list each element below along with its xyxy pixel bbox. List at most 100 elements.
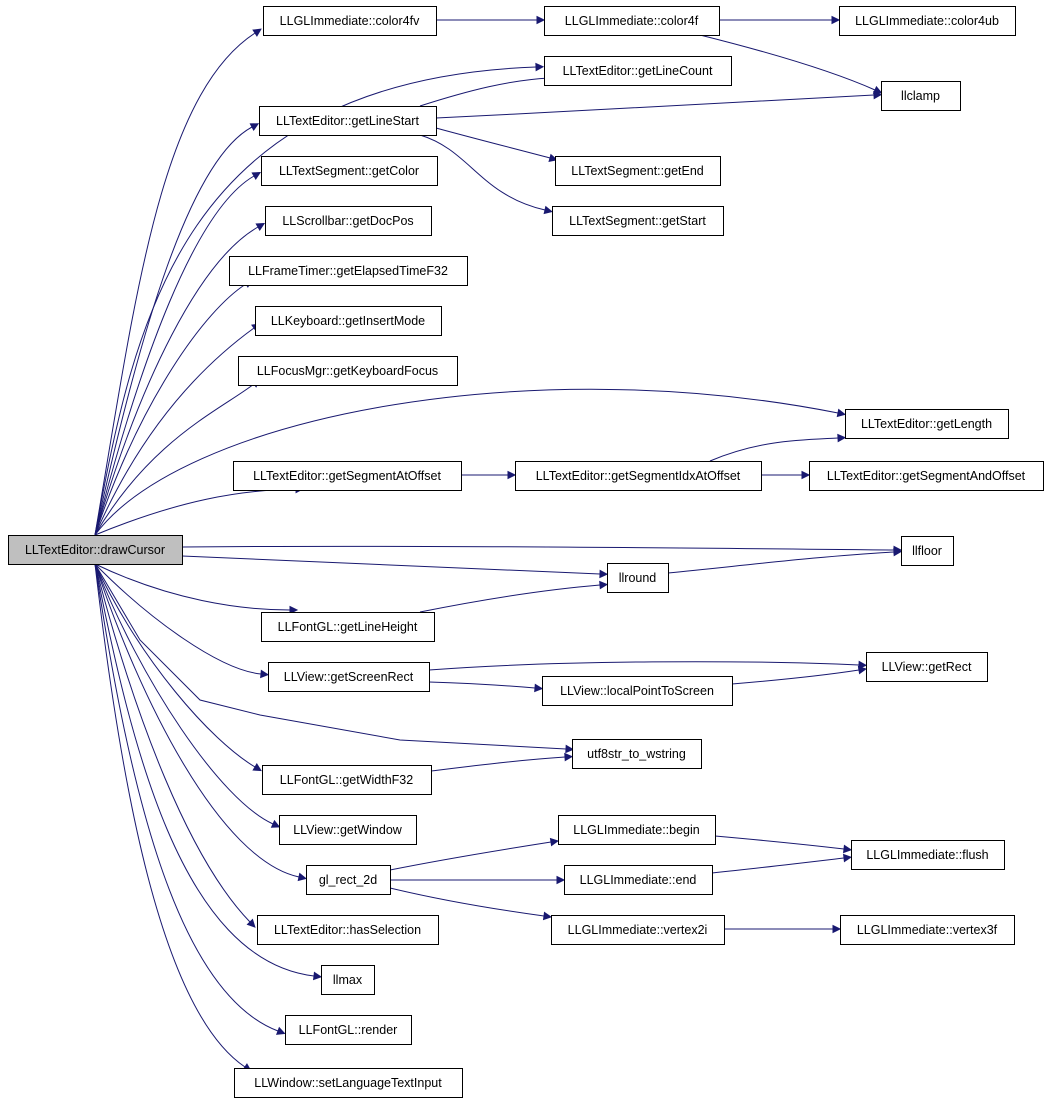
edge-line [94, 563, 567, 750]
node-utf8str_to_wstring[interactable]: utf8str_to_wstring [572, 739, 702, 769]
edge-line [94, 563, 315, 977]
node-color4ub[interactable]: LLGLImmediate::color4ub [839, 6, 1016, 36]
node-localPointToScreen[interactable]: LLView::localPointToScreen [542, 676, 733, 706]
arrowhead [564, 752, 574, 762]
edge-drawCursor-to-getLineStart [94, 123, 260, 536]
arrowhead [543, 205, 553, 215]
edge-line [731, 669, 860, 685]
node-hasSelection[interactable]: LLTextEditor::hasSelection [257, 915, 439, 945]
edge-line [94, 226, 259, 536]
node-getWindow[interactable]: LLView::getWindow [279, 815, 417, 845]
node-getLineStart[interactable]: LLTextEditor::getLineStart [259, 106, 437, 136]
node-color4f[interactable]: LLGLImmediate::color4f [544, 6, 720, 36]
node-flush[interactable]: LLGLImmediate::flush [851, 840, 1005, 870]
node-label: LLFontGL::render [299, 1023, 398, 1037]
node-box [261, 156, 438, 186]
node-getStart[interactable]: LLTextSegment::getStart [552, 206, 724, 236]
node-getScreenRect[interactable]: LLView::getScreenRect [268, 662, 430, 692]
arrowhead [831, 15, 841, 25]
node-box [881, 81, 961, 111]
node-box [564, 865, 713, 895]
node-color4fv[interactable]: LLGLImmediate::color4fv [263, 6, 437, 36]
node-box [306, 865, 391, 895]
node-getKeyboardFocus[interactable]: LLFocusMgr::getKeyboardFocus [238, 356, 458, 386]
arrowhead [873, 90, 883, 100]
edge-line [94, 32, 256, 536]
node-label: LLFontGL::getLineHeight [278, 620, 418, 634]
node-box [544, 6, 720, 36]
node-getElapsedTimeF32[interactable]: LLFrameTimer::getElapsedTimeF32 [229, 256, 468, 286]
node-box [285, 1015, 412, 1045]
node-label: utf8str_to_wstring [587, 747, 686, 761]
edge-line [419, 77, 551, 107]
edge-line [94, 563, 246, 1068]
edge-drawCursor-to-getLineHeight [94, 563, 299, 615]
node-getLength[interactable]: LLTextEditor::getLength [845, 409, 1009, 439]
edge-drawCursor-to-getDocPos [94, 222, 266, 536]
edge-drawCursor-to-getLineCount [94, 62, 545, 536]
node-render[interactable]: LLFontGL::render [285, 1015, 412, 1045]
node-getLineCount[interactable]: LLTextEditor::getLineCount [544, 56, 732, 86]
node-label: llclamp [901, 89, 940, 103]
node-label: LLGLImmediate::vertex3f [857, 923, 998, 937]
node-getWidthF32[interactable]: LLFontGL::getWidthF32 [262, 765, 432, 795]
node-vertex2i[interactable]: LLGLImmediate::vertex2i [551, 915, 725, 945]
arrowhead [270, 819, 281, 828]
edge-line [714, 835, 845, 850]
edge-vertex2i-to-vertex3f [724, 924, 842, 934]
edge-drawCursor-to-getScreenRect [94, 563, 270, 679]
arrowhead [599, 580, 609, 590]
node-llclamp[interactable]: llclamp [881, 81, 961, 111]
arrowhead [548, 153, 558, 163]
node-begin[interactable]: LLGLImmediate::begin [558, 815, 716, 845]
node-llmax[interactable]: llmax [321, 965, 375, 995]
node-setLanguageTextInput[interactable]: LLWindow::setLanguageTextInput [234, 1068, 463, 1098]
arrowhead [556, 875, 566, 885]
edge-drawCursor-to-llmax [94, 563, 323, 981]
node-label: LLTextEditor::getLineStart [276, 114, 419, 128]
node-box [233, 461, 462, 491]
node-box [263, 6, 437, 36]
edge-line [428, 661, 860, 671]
node-label: llmax [333, 973, 363, 987]
node-box [321, 965, 375, 995]
node-box [809, 461, 1044, 491]
edge-gl_rect_2d-to-begin [389, 837, 560, 871]
node-getEnd[interactable]: LLTextSegment::getEnd [555, 156, 721, 186]
node-drawCursor[interactable]: LLTextEditor::drawCursor [8, 535, 183, 565]
node-getSegmentAndOffset[interactable]: LLTextEditor::getSegmentAndOffset [809, 461, 1044, 491]
edge-line [94, 563, 291, 611]
node-llround[interactable]: llround [607, 563, 669, 593]
edge-line [709, 437, 839, 462]
node-box [234, 1068, 463, 1098]
arrowhead [536, 15, 546, 25]
node-box [866, 652, 988, 682]
node-llfloor[interactable]: llfloor [901, 536, 954, 566]
node-getSegmentIdxAtOffset[interactable]: LLTextEditor::getSegmentIdxAtOffset [515, 461, 762, 491]
node-label: LLTextEditor::getSegmentAtOffset [253, 469, 441, 483]
node-box [551, 915, 725, 945]
edge-gl_rect_2d-to-end [390, 875, 566, 885]
edge-color4fv-to-color4f [436, 15, 546, 25]
node-getSegmentAtOffset[interactable]: LLTextEditor::getSegmentAtOffset [233, 461, 462, 491]
node-vertex3f[interactable]: LLGLImmediate::vertex3f [840, 915, 1015, 945]
node-getInsertMode[interactable]: LLKeyboard::getInsertMode [255, 306, 442, 336]
edge-drawCursor-to-getWindow [94, 563, 281, 828]
node-getRect[interactable]: LLView::getRect [866, 652, 988, 682]
edge-line [94, 383, 255, 536]
node-end[interactable]: LLGLImmediate::end [564, 865, 713, 895]
node-getColor[interactable]: LLTextSegment::getColor [261, 156, 438, 186]
edge-line [94, 563, 300, 878]
edge-drawCursor-to-getWidthF32 [94, 563, 262, 772]
node-label: LLGLImmediate::end [580, 873, 697, 887]
node-label: LLScrollbar::getDocPos [282, 214, 413, 228]
node-getLineHeight[interactable]: LLFontGL::getLineHeight [261, 612, 435, 642]
edge-drawCursor-to-getSegmentAtOffset [94, 484, 305, 536]
node-gl_rect_2d[interactable]: gl_rect_2d [306, 865, 391, 895]
arrowhead [842, 844, 853, 854]
node-label: LLGLImmediate::color4ub [855, 14, 999, 28]
arrowhead [832, 924, 842, 934]
node-box [257, 915, 439, 945]
node-getDocPos[interactable]: LLScrollbar::getDocPos [265, 206, 432, 236]
